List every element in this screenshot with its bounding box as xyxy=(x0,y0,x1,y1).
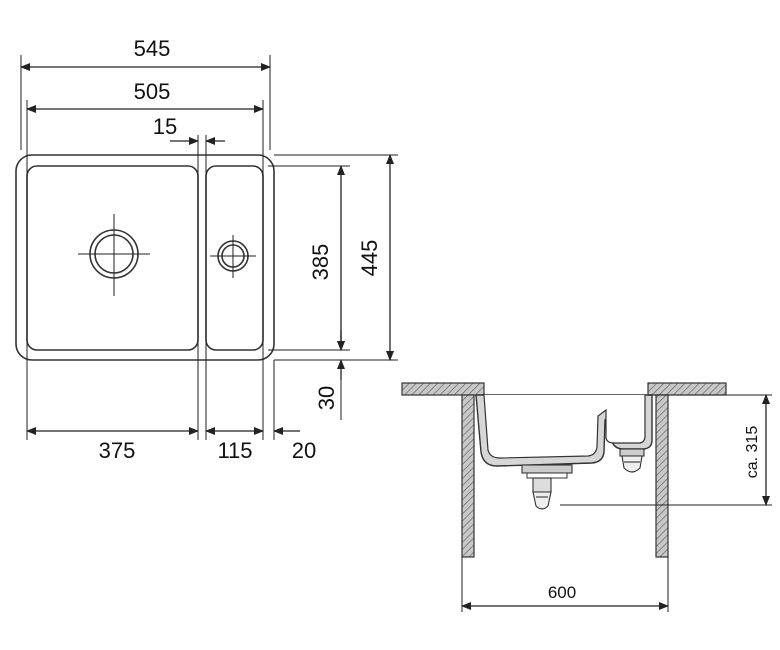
dim-divider-width: 15 xyxy=(153,114,177,139)
dim-overall-width: 545 xyxy=(134,36,171,61)
secondary-waste-fitting-icon xyxy=(619,448,645,473)
dim-secondary-bowl-width: 115 xyxy=(217,438,252,463)
dim-cabinet-width: 600 xyxy=(548,583,576,602)
dim-main-bowl-width: 375 xyxy=(99,438,136,463)
dim-bowl-depth: 385 xyxy=(308,244,333,281)
worktop-left xyxy=(401,382,485,396)
main-waste-fitting-icon xyxy=(521,464,573,510)
dim-side-offset: 20 xyxy=(292,438,316,463)
worktop-right xyxy=(647,382,727,396)
main-bowl xyxy=(26,165,199,351)
dim-section-depth: ca. 315 xyxy=(744,426,761,479)
dim-overall-depth: 445 xyxy=(357,240,382,277)
dim-cutout-width: 505 xyxy=(134,79,171,104)
cabinet-side-left xyxy=(461,394,475,558)
main-drain-icon xyxy=(78,214,150,296)
secondary-drain-icon xyxy=(210,235,256,278)
cabinet-side-right xyxy=(655,394,669,558)
section-view: ca. 315 600 xyxy=(401,382,772,612)
sink-section-inner xyxy=(483,394,646,459)
plan-view: 545 505 15 385 445 30 375 115 20 xyxy=(15,36,398,463)
dim-rear-offset: 30 xyxy=(314,386,339,410)
secondary-bowl xyxy=(205,165,264,351)
sink-outer-rim xyxy=(15,154,275,361)
